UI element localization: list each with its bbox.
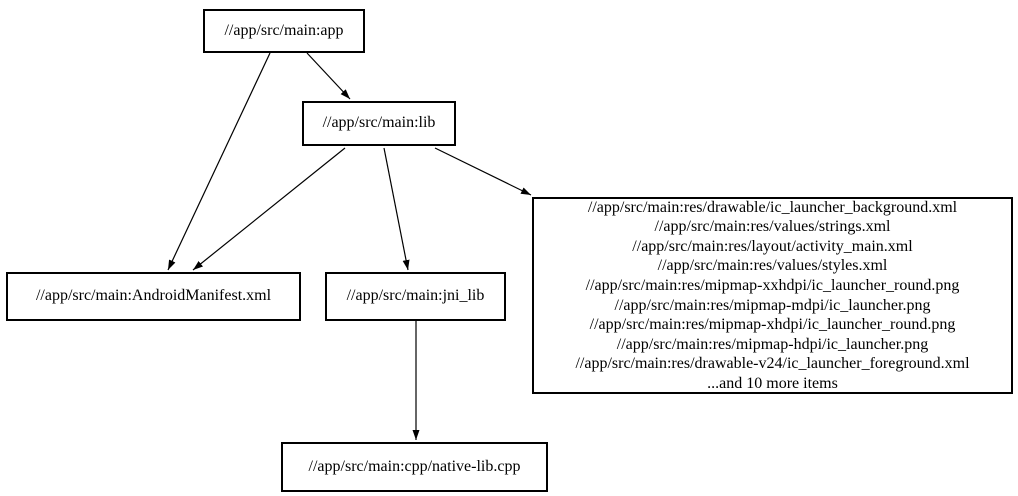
node-android-manifest-label: //app/src/main:AndroidManifest.xml [35, 287, 272, 305]
resource-item: //app/src/main:res/values/styles.xml [657, 257, 888, 275]
node-native-lib: //app/src/main:cpp/native-lib.cpp [281, 442, 548, 492]
resource-item: //app/src/main:res/mipmap-hdpi/ic_launch… [616, 335, 929, 353]
edge-app-to-lib [306, 52, 351, 100]
node-app: //app/src/main:app [203, 9, 365, 53]
resource-more-items: ...and 10 more items [707, 374, 838, 392]
resource-item: //app/src/main:res/values/strings.xml [654, 218, 891, 236]
resource-item: //app/src/main:res/drawable/ic_launcher_… [587, 198, 958, 216]
node-lib: //app/src/main:lib [302, 101, 456, 146]
edge-lib-to-manifest [192, 147, 346, 271]
edge-lib-to-resources [434, 147, 532, 196]
node-app-label: //app/src/main:app [224, 21, 344, 39]
node-native-lib-label: //app/src/main:cpp/native-lib.cpp [308, 457, 521, 475]
node-jni-lib: //app/src/main:jni_lib [325, 272, 506, 321]
edge-lib-to-jni-lib [383, 147, 410, 271]
node-resources-group: //app/src/main:res/drawable/ic_launcher_… [532, 197, 1013, 394]
resource-item: //app/src/main:res/layout/activity_main.… [632, 237, 913, 255]
resource-item: //app/src/main:res/drawable-v24/ic_launc… [575, 355, 970, 373]
edge-app-to-manifest [167, 52, 271, 271]
node-android-manifest: //app/src/main:AndroidManifest.xml [6, 272, 301, 321]
resource-item: //app/src/main:res/mipmap-xhdpi/ic_launc… [589, 316, 956, 334]
node-lib-label: //app/src/main:lib [322, 114, 436, 132]
resource-item: //app/src/main:res/mipmap-xxhdpi/ic_laun… [585, 276, 960, 294]
node-jni-lib-label: //app/src/main:jni_lib [346, 287, 485, 305]
resource-item: //app/src/main:res/mipmap-mdpi/ic_launch… [614, 296, 931, 314]
